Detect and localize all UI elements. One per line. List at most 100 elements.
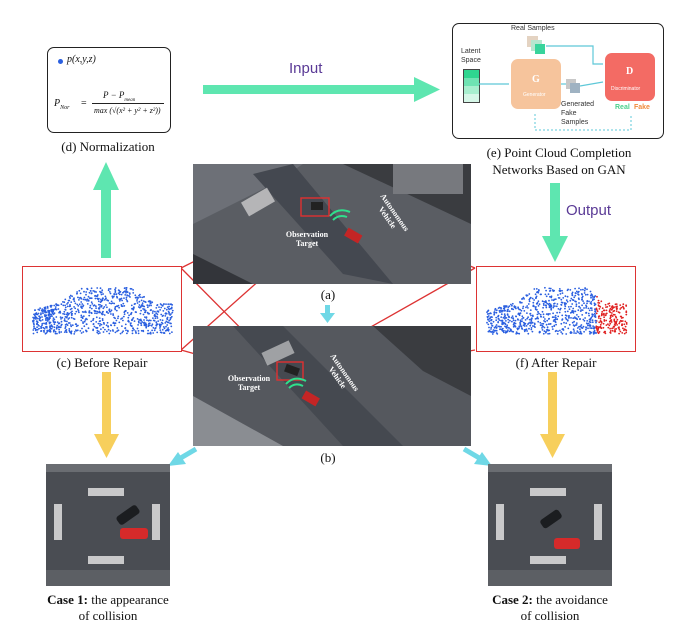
point-blue [166,328,169,331]
point-blue [563,321,565,324]
point-blue [85,311,87,314]
point-blue [531,297,534,300]
point-blue [494,329,497,332]
point-blue [561,318,564,321]
point-blue [583,330,585,333]
point-blue [155,323,158,325]
point-red [621,332,624,334]
point-blue [116,327,119,329]
point-blue [594,319,597,322]
point-blue [537,317,539,320]
point-blue [50,306,52,308]
point-blue [556,311,558,314]
point-blue [548,290,551,292]
point-blue [137,297,140,299]
point-blue [578,325,580,328]
point-blue [553,303,555,305]
observation-target-label-b: Observation Target [227,374,271,392]
point-blue [62,312,64,315]
point-blue [63,331,66,333]
point-blue [537,305,540,307]
point-blue [109,330,112,332]
case2-image [488,464,612,586]
point-blue [103,299,106,301]
point-blue [581,314,584,316]
point-blue [152,326,155,329]
point-blue [549,304,551,307]
point-blue [551,289,554,291]
point-blue [522,317,525,319]
point-red [602,313,605,316]
point-red [625,331,628,334]
point-blue [582,300,584,302]
point-blue [532,305,535,307]
point-blue [164,322,167,324]
point-blue [57,304,60,307]
point-red [601,312,603,315]
point-blue [99,287,102,290]
point-red [618,328,621,331]
point-blue [49,325,51,328]
point-blue [50,324,53,326]
point-blue [66,303,68,305]
point-blue [66,320,68,323]
point-blue [40,313,42,316]
point-blue [526,312,528,314]
point-blue [519,324,522,326]
point-blue [562,297,565,299]
point-blue [64,325,67,328]
point-blue [564,303,566,305]
point-blue [524,319,527,321]
point-blue [121,331,124,334]
point-blue [581,327,584,329]
point-blue [556,303,559,305]
point-blue [113,293,116,295]
point-blue [56,324,59,327]
point-blue [162,314,165,317]
point-dot-icon [58,59,63,64]
point-blue [580,309,583,311]
scene-b-image: Observation Target Autonomous Vehicle [193,326,471,446]
point-blue [579,325,582,328]
point-blue [63,310,66,313]
point-blue [32,329,35,331]
point-blue [548,299,550,302]
point-blue [523,298,525,300]
before-repair-caption: (c) Before Repair [56,355,148,370]
point-blue [167,321,170,324]
point-blue [579,318,581,321]
point-red [596,310,599,313]
point-blue [587,312,590,315]
point-blue [110,324,112,326]
point-blue [523,325,526,327]
gan-caption-line1: (e) Point Cloud Completion [486,145,632,160]
point-blue [491,333,494,335]
point-blue [544,320,547,323]
gan-caption-line2: Networks Based on GAN [492,162,626,177]
point-blue [80,305,82,308]
point-blue [48,318,50,321]
point-blue [584,293,587,296]
point-blue [171,311,174,314]
point-blue [502,331,505,334]
point-blue [531,325,534,327]
point-red [609,330,612,332]
point-blue [56,326,58,328]
point-blue [494,325,497,328]
point-blue [106,310,108,313]
point-blue [60,331,63,333]
point-blue [105,324,108,327]
point-blue [556,333,559,335]
point-blue [579,328,581,331]
point-blue [114,322,117,325]
point-red [609,319,612,322]
point-blue [572,317,575,320]
point-blue [124,323,127,326]
fake-samples-icon-2 [570,83,580,93]
point-blue [33,313,35,316]
point-blue [124,327,126,330]
point-blue [544,318,546,320]
point-blue [83,311,85,313]
point-red [624,328,627,331]
point-blue [581,295,584,298]
